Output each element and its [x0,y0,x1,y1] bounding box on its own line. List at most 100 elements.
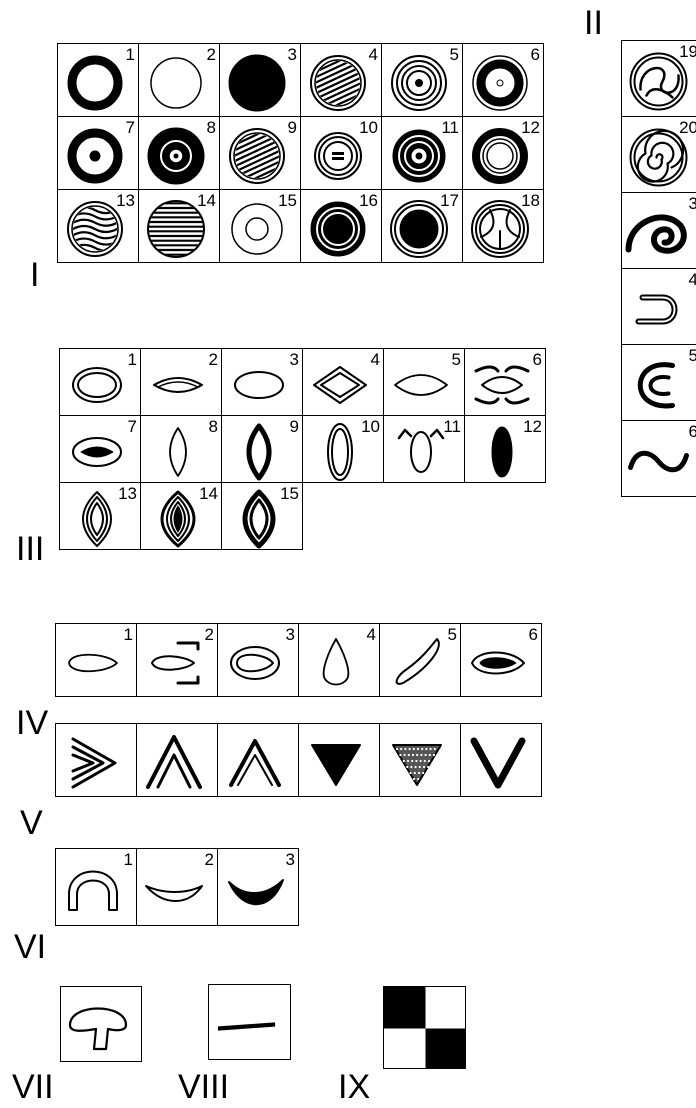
motif-number: 5 [689,347,696,364]
motif-cell-V-6 [460,723,542,797]
group-label-VI: VI [14,930,46,964]
dotted-triangle-down-motif [380,724,461,797]
motif-cell-IV-1: 1 [55,623,137,697]
motif-cell-I-10: 10 [300,116,382,190]
motif-number: 4 [369,46,378,63]
group-label-I: I [30,258,39,292]
motif-cell-VI-1: 1 [55,848,137,926]
group-label-IX: IX [338,1070,370,1104]
motif-number: 1 [128,351,137,368]
motif-number: 2 [209,351,218,368]
motif-number: 7 [128,418,137,435]
motif-cell-V-4 [298,723,380,797]
motif-cell-III-12: 12 [464,415,546,483]
motif-cell-V-2 [136,723,218,797]
chevron-down-motif [461,724,542,797]
motif-number: 16 [359,192,378,209]
group-label-II: II [584,6,603,40]
motif-number: 3 [286,851,295,868]
motif-cell-III-3: 3 [221,348,303,416]
motif-number: 12 [521,119,540,136]
motif-number: 4 [367,626,376,643]
motif-cell-I-17: 17 [381,189,463,263]
motif-cell-IV-6: 6 [460,623,542,697]
motif-cell-VIII-1 [208,984,291,1060]
motif-cell-V-5 [379,723,461,797]
motif-number: 19 [679,43,696,60]
group-label-IV: IV [16,706,48,740]
motif-cell-I-6: 6 [462,43,544,117]
motif-number: 7 [126,119,135,136]
motif-number: 14 [197,192,216,209]
motif-cell-I-3: 3 [219,43,301,117]
motif-cell-III-9: 9 [221,415,303,483]
motif-number: 2 [205,851,214,868]
motif-number: 1 [124,626,133,643]
motif-cell-I-1: 1 [57,43,139,117]
open-spiral-motif [622,193,696,269]
motif-cell-I-7: 7 [57,116,139,190]
sinuous-line-motif [622,421,696,497]
thin-bar-motif [209,985,291,1060]
chevron-right-hatched-motif [56,724,137,797]
motif-number: 6 [533,351,542,368]
group-label-III: III [16,532,44,566]
motif-cell-VI-3: 3 [217,848,299,926]
motif-cell-II-4: 4 [621,268,696,345]
motif-number: 17 [440,192,459,209]
motif-cell-II-2: 20 [621,116,696,193]
motif-cell-III-10: 10 [302,415,384,483]
motif-cell-III-11: 11 [383,415,465,483]
motif-cell-III-6: 6 [464,348,546,416]
motif-number: 5 [452,351,461,368]
motif-number: 5 [450,46,459,63]
motif-cell-II-1: 19 [621,40,696,117]
motif-cell-IV-3: 3 [217,623,299,697]
motif-number: 3 [288,46,297,63]
motif-cell-II-6: 6 [621,420,696,497]
motif-cell-I-13: 13 [57,189,139,263]
motif-number: 4 [689,271,696,288]
motif-cell-III-4: 4 [302,348,384,416]
motif-number: 8 [209,418,218,435]
motif-cell-I-4: 4 [300,43,382,117]
motif-number: 11 [441,119,459,136]
motif-cell-V-1 [55,723,137,797]
motif-cell-I-9: 9 [219,116,301,190]
motif-cell-IX-1 [383,986,466,1069]
hook-motif [622,269,696,345]
double-c-motif [622,345,696,421]
motif-cell-I-18: 18 [462,189,544,263]
motif-number: 10 [359,119,378,136]
motif-number: 13 [118,485,137,502]
motif-number: 6 [529,626,538,643]
motif-cell-V-3 [217,723,299,797]
motif-cell-I-5: 5 [381,43,463,117]
motif-cell-III-5: 5 [383,348,465,416]
motif-number: 2 [205,626,214,643]
motif-number: 6 [531,46,540,63]
motif-number: 4 [371,351,380,368]
group-label-VIII: VIII [178,1070,229,1104]
motif-cell-II-5: 5 [621,344,696,421]
motif-number: 3 [689,195,696,212]
motif-number: 15 [280,485,299,502]
motif-cell-III-2: 2 [140,348,222,416]
motif-cell-IV-2: 2 [136,623,218,697]
motif-number: 5 [448,626,457,643]
motif-cell-III-15: 15 [221,482,303,550]
motif-number: 13 [116,192,135,209]
mushroom-motif [61,987,142,1062]
motif-number: 3 [286,626,295,643]
motif-number: 3 [290,351,299,368]
motif-cell-I-14: 14 [138,189,220,263]
motif-cell-I-2: 2 [138,43,220,117]
motif-number: 2 [207,46,216,63]
motif-number: 15 [278,192,297,209]
group-label-VII: VII [12,1070,54,1104]
motif-number: 9 [288,119,297,136]
group-label-V: V [20,806,43,840]
motif-cell-IV-4: 4 [298,623,380,697]
motif-number: 12 [523,418,542,435]
motif-number: 10 [361,418,380,435]
